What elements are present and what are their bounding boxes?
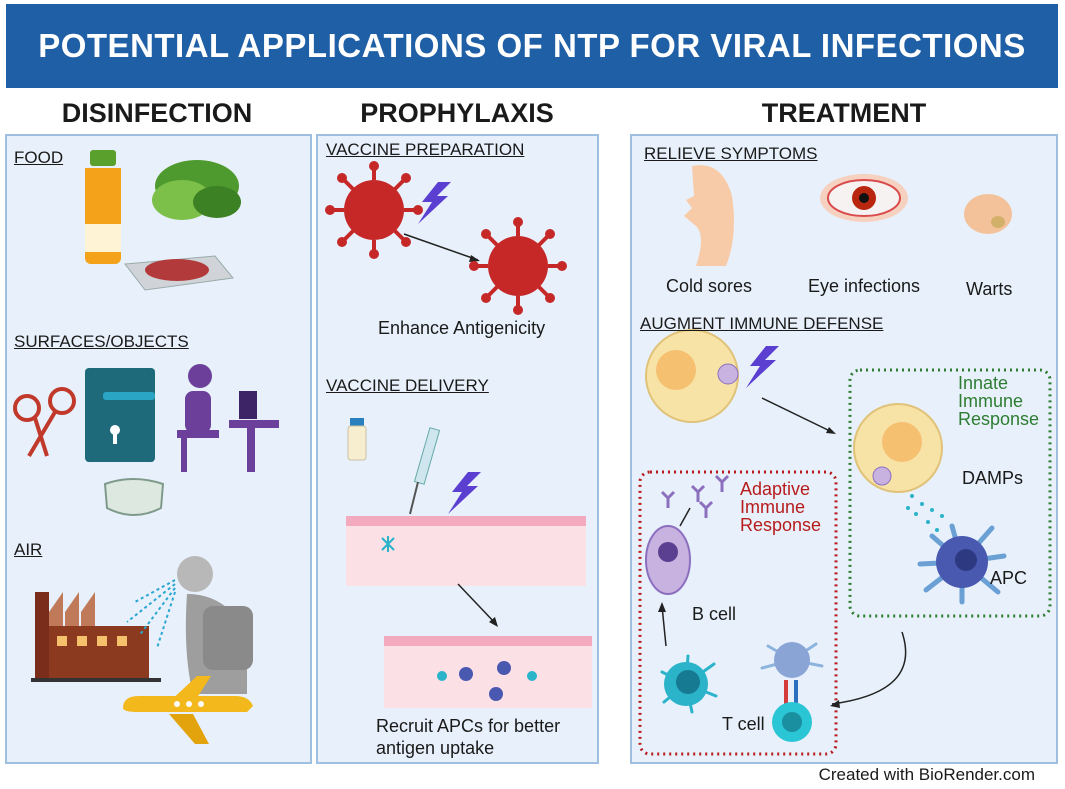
face-profile-icon xyxy=(684,165,734,266)
juice-bottle-icon xyxy=(85,150,121,264)
section-vaccine-delivery: VACCINE DELIVERY xyxy=(326,376,489,395)
section-food: FOOD xyxy=(14,148,64,167)
skin-layer-icon xyxy=(346,516,586,586)
plasma-bolt-icon-3 xyxy=(746,346,779,388)
meat-tray-icon xyxy=(124,255,234,291)
plasma-b-cell-icon xyxy=(645,525,691,595)
apc-cell-icon xyxy=(381,536,395,552)
syringe-icon xyxy=(409,427,441,515)
prophylaxis-illustrations xyxy=(323,159,592,708)
recruited-apc-icons xyxy=(437,661,537,701)
virus-icon xyxy=(323,159,425,261)
label-warts: Warts xyxy=(966,279,1013,299)
arrow-t-to-b-cell xyxy=(661,605,667,647)
apc-dendritic-cell-icon xyxy=(917,523,1007,605)
disinfection-illustrations xyxy=(13,150,279,744)
label-enhance-antigenicity: Enhance Antigenicity xyxy=(378,318,546,338)
lettuce-icon xyxy=(152,160,241,220)
skin-layer-icon-2 xyxy=(384,636,592,708)
arrow-2 xyxy=(457,583,497,625)
enhanced-virus-icon xyxy=(467,215,569,317)
label-t-cell: T cell xyxy=(722,714,765,734)
heading-disinfection: DISINFECTION xyxy=(61,98,253,128)
biorender-credit: Created with BioRender.com xyxy=(818,765,1035,784)
title-banner: POTENTIAL APPLICATIONS OF NTP FOR VIRAL … xyxy=(6,4,1058,88)
coughing-person-icon xyxy=(177,556,253,694)
label-apc: APC xyxy=(990,568,1028,588)
arrow-innate-to-adaptive xyxy=(831,631,907,705)
label-cold-sores: Cold sores xyxy=(666,276,753,296)
face-mask-icon xyxy=(103,478,165,516)
section-augment-immune-defense: AUGMENT IMMUNE DEFENSE xyxy=(640,314,884,333)
airplane-icon xyxy=(123,676,253,744)
plasma-bolt-icon-2 xyxy=(448,472,481,514)
antibody-icons xyxy=(660,474,730,518)
section-air: AIR xyxy=(14,540,43,559)
b-cell-icon xyxy=(660,654,718,714)
heading-prophylaxis: PROPHYLAXIS xyxy=(360,98,554,128)
innate-response-box xyxy=(848,368,1052,618)
scissors-icon xyxy=(13,387,76,458)
plasma-bolt-icon xyxy=(418,182,451,224)
arrow xyxy=(403,233,479,261)
label-innate-response: Innate Immune Response xyxy=(958,373,1040,429)
infected-eye-icon xyxy=(820,174,908,222)
label-eye-infections: Eye infections xyxy=(808,276,921,296)
label-b-cell: B cell xyxy=(692,604,737,624)
innate-cell-icon xyxy=(853,403,943,493)
label-damps: DAMPs xyxy=(962,468,1024,488)
infected-cell-icon xyxy=(645,329,739,423)
cough-spray-icon xyxy=(126,579,176,649)
section-relieve-symptoms: RELIEVE SYMPTOMS xyxy=(644,144,818,163)
page-title: POTENTIAL APPLICATIONS OF NTP FOR VIRAL … xyxy=(38,27,1026,64)
panel-disinfection: FOOD SURFACES/OBJECTS AIR xyxy=(5,134,312,764)
heading-treatment: TREATMENT xyxy=(761,98,927,128)
section-vaccine-preparation: VACCINE PREPARATION xyxy=(326,140,525,159)
vaccine-vial-icon xyxy=(347,418,367,461)
section-surfaces: SURFACES/OBJECTS xyxy=(14,332,189,351)
arrow-b-cell-to-antibody xyxy=(679,507,691,527)
wart-finger-icon xyxy=(964,194,1012,234)
label-adaptive-response: Adaptive Immune Response xyxy=(740,479,822,535)
t-cell-icon xyxy=(760,642,824,742)
damps-particles-icon xyxy=(906,494,944,532)
door-handle-icon xyxy=(85,368,155,462)
panel-prophylaxis: VACCINE PREPARATION Enhance Antigenicity… xyxy=(316,134,599,764)
label-recruit-apcs-2: antigen uptake xyxy=(376,738,495,758)
arrow-to-innate xyxy=(761,397,833,433)
factory-icon xyxy=(31,592,161,682)
person-at-desk-icon xyxy=(177,364,279,472)
panel-treatment: RELIEVE SYMPTOMS Cold sores Eye infectio… xyxy=(630,134,1058,764)
treatment-illustrations xyxy=(638,165,1052,756)
label-recruit-apcs-1: Recruit APCs for better xyxy=(376,716,561,736)
